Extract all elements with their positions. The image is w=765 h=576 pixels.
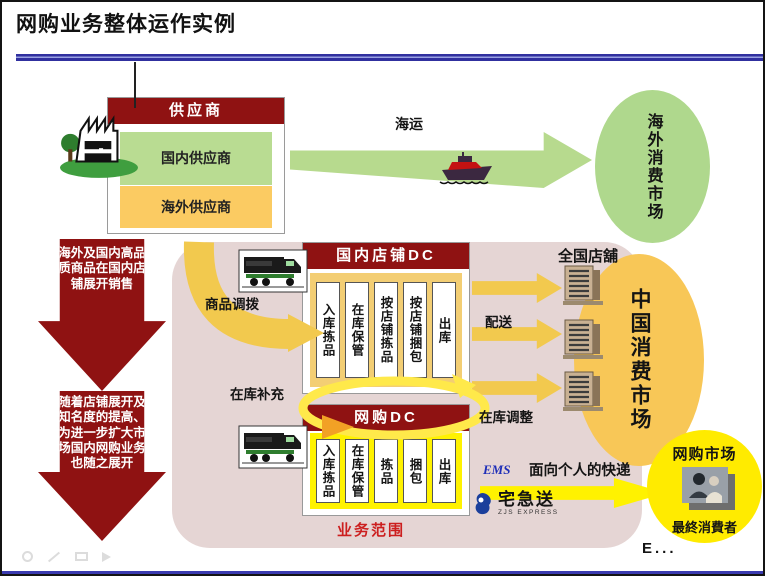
store-dc-step-2: 在库保管	[345, 282, 369, 378]
bottom-divider	[2, 571, 763, 574]
store-dc-body: 入库拣品 在库保管 按店铺拣品 按店铺捆包 出库	[310, 273, 462, 387]
online-dc-step-3-label: 拣品	[378, 457, 393, 485]
personal-courier-label: 面向个人的快递	[529, 463, 631, 479]
online-dc-step-2-label: 在库保管	[349, 444, 364, 498]
store-dc-header: 国内店铺DC	[303, 243, 469, 269]
store-dc-group: 国内店铺DC 入库拣品 在库保管 按店铺拣品 按店铺捆包 出库	[302, 242, 470, 394]
store-dc-step-5-label: 出库	[436, 316, 451, 344]
store-building-icon	[563, 265, 603, 305]
strategy-arrow-1-text: 海外及国内高品质商品在国内店铺展开销售	[58, 246, 146, 291]
online-dc-body: 入库拣品 在库保管 拣品 捆包 出库	[310, 433, 462, 509]
adjustment-label: 在库调整	[479, 410, 533, 425]
final-consumer-label: 最終消費者	[671, 520, 737, 535]
store-dc-step-1-label: 入库拣品	[320, 303, 335, 357]
sea-route-label: 海运	[395, 116, 423, 132]
factory-icon	[60, 115, 138, 178]
store-building-icon	[563, 371, 603, 411]
online-dc-step-4: 捆包	[403, 439, 427, 503]
replenishment-label: 在库补充	[230, 387, 284, 402]
business-scope-label: 业务范围	[337, 522, 406, 539]
consumers-photo	[681, 467, 728, 503]
store-dc-step-3-label: 按店铺拣品	[378, 296, 393, 364]
ems-logo: EMS	[483, 462, 511, 477]
strategy-arrow-2: 随着店铺展开及知名度的提高、为进一步扩大市场国内网购业务也随之展开	[38, 391, 166, 541]
store-building-icon	[563, 319, 603, 359]
overseas-market-oval: 海外消费市场	[595, 90, 710, 243]
online-dc-step-1: 入库拣品	[316, 439, 340, 503]
strategy-arrow-1: 海外及国内高品质商品在国内店铺展开销售	[38, 239, 166, 391]
pen-tool-icon[interactable]	[47, 551, 61, 562]
zjs-name: 宅急送	[498, 490, 555, 510]
slide-menu-icon[interactable]	[75, 552, 88, 561]
slideshow-toolbar	[22, 551, 111, 562]
national-stores-label: 全国店舖	[558, 248, 619, 265]
domestic-supplier-box: 国内供应商	[120, 132, 272, 185]
online-dc-step-4-label: 捆包	[407, 457, 422, 485]
store-dc-step-4: 按店铺捆包	[403, 282, 427, 378]
online-dc-group: 网购DC 入库拣品 在库保管 拣品 捆包 出库	[302, 404, 470, 516]
zjs-logo-icon	[475, 493, 491, 515]
online-dc-step-5: 出库	[432, 439, 456, 503]
online-dc-step-2: 在库保管	[345, 439, 369, 503]
online-market-circle: 网购市场 最終消費者	[647, 430, 762, 543]
online-market-label: 网购市场	[672, 446, 737, 463]
store-dc-step-4-label: 按店铺捆包	[407, 296, 422, 364]
allocation-label: 商品调拨	[205, 297, 259, 312]
online-dc-step-3: 拣品	[374, 439, 398, 503]
page-title: 网购业务整体运作实例	[16, 13, 236, 36]
delivery-truck-icon	[238, 249, 308, 293]
store-dc-step-5: 出库	[432, 282, 456, 378]
supplier-header: 供应商	[108, 98, 284, 124]
title-divider	[16, 54, 763, 61]
distribution-label: 配送	[485, 315, 512, 330]
stray-text-note: E...	[642, 540, 677, 557]
zjs-logo: 宅急送 ZJS EXPRESS	[472, 491, 559, 517]
zjs-subtitle: ZJS EXPRESS	[498, 509, 559, 517]
store-dc-step-1: 入库拣品	[316, 282, 340, 378]
overseas-market-label: 海外消费市场	[644, 112, 662, 221]
slideshow-forward-icon[interactable]	[102, 551, 111, 562]
china-market-label: 中国消费市场	[628, 288, 651, 432]
factory-pole-line	[134, 62, 136, 108]
online-dc-header: 网购DC	[303, 405, 469, 431]
strategy-arrow-2-text: 随着店铺展开及知名度的提高、为进一步扩大市场国内网购业务也随之展开	[58, 395, 146, 470]
online-dc-step-5-label: 出库	[436, 457, 451, 485]
slideshow-back-icon[interactable]	[22, 551, 33, 562]
cargo-ship-icon	[439, 152, 492, 185]
overseas-supplier-box: 海外供应商	[120, 186, 272, 228]
store-dc-step-3: 按店铺拣品	[374, 282, 398, 378]
online-dc-step-1-label: 入库拣品	[320, 444, 335, 498]
delivery-truck-icon	[238, 425, 308, 469]
store-dc-step-2-label: 在库保管	[349, 303, 364, 357]
